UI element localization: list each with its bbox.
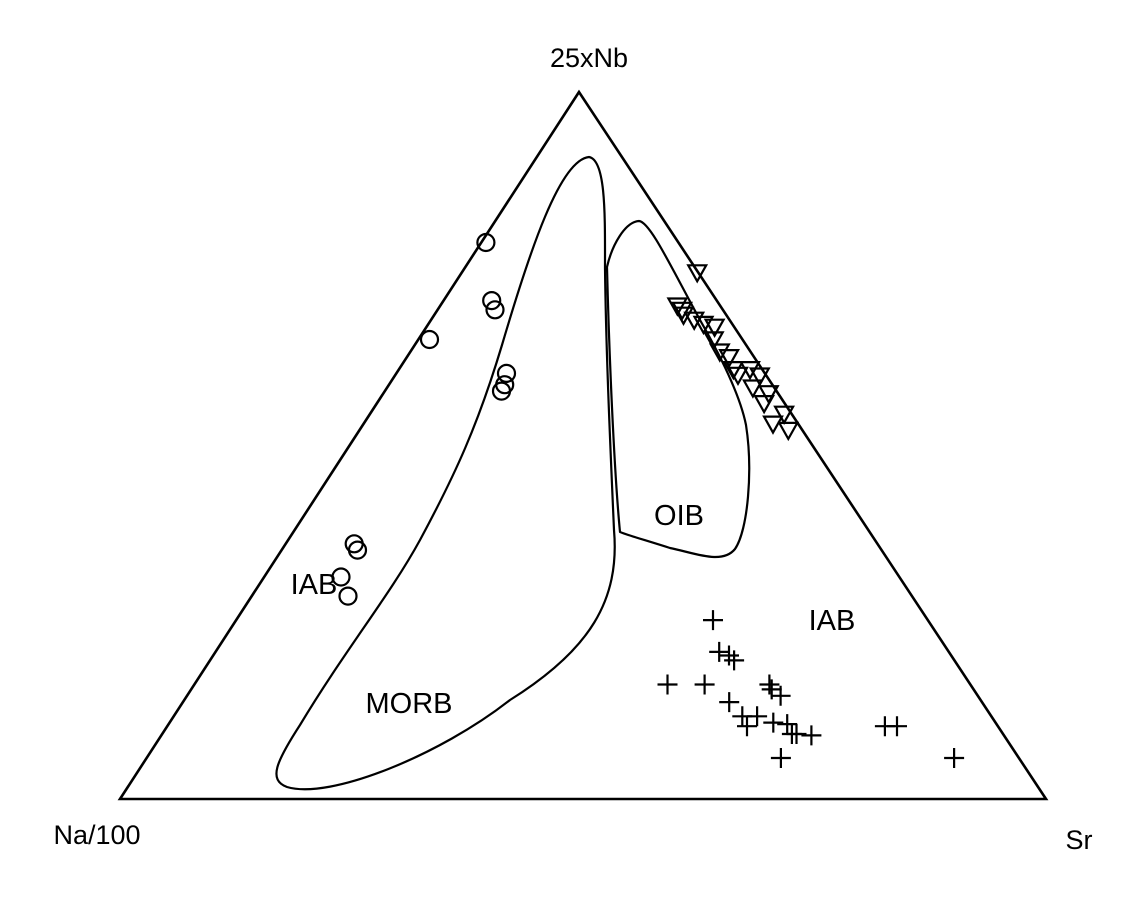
apex-label-top: 25xNb [550, 43, 628, 73]
data-point-plus [887, 716, 907, 737]
data-point-triangle-down [718, 349, 740, 369]
ternary-frame [117, 89, 1049, 801]
data-point-circle [338, 586, 358, 606]
data-point-triangle-down [708, 343, 731, 363]
data-point-plus [657, 674, 678, 695]
data-point-triangle-down [742, 379, 764, 399]
morb-field-boundary [275, 155, 616, 791]
data-point-circle [419, 329, 440, 350]
data-point-plus [737, 716, 757, 737]
data-point-plus [719, 692, 740, 713]
data-point-circle [495, 375, 515, 395]
data-point-triangle-down [757, 385, 780, 405]
data-point-plus [747, 706, 768, 727]
data-point-triangle-down [703, 318, 726, 338]
data-point-plus [763, 712, 784, 733]
data-point-triangle-down [748, 367, 771, 387]
field-label-morb: MORB [366, 688, 453, 720]
data-point-plus [709, 641, 730, 662]
apex-label-right: Sr [1066, 825, 1093, 855]
data-point-triangle-down [777, 421, 800, 442]
data-point-triangle-down [686, 264, 709, 284]
field-label-oib: OIB [654, 500, 704, 532]
data-point-plus [759, 674, 780, 695]
data-point-plus [724, 650, 745, 671]
data-point-plus [703, 610, 723, 631]
data-point-triangle-down [683, 311, 706, 331]
data-point-plus [786, 724, 807, 744]
data-point-triangle-down [727, 366, 749, 387]
data-point-triangle-down [753, 395, 775, 415]
field-label-iab-right: IAB [809, 605, 856, 637]
field-label-iab-left: IAB [291, 569, 338, 601]
oib-field-boundary [605, 219, 751, 559]
data-point-triangle-down [762, 415, 784, 435]
data-point-plus [694, 674, 715, 695]
data-point-circle [476, 232, 496, 253]
data-point-triangle-down [671, 301, 693, 322]
data-point-circle [496, 363, 517, 383]
data-point-triangle-down [722, 361, 745, 381]
data-point-plus [770, 748, 791, 768]
data-point-plus [944, 748, 965, 768]
apex-label-left: Na/100 [53, 820, 140, 850]
data-point-plus [719, 645, 739, 666]
data-point-triangle-down [666, 297, 689, 317]
data-point-circle [485, 300, 505, 320]
data-point-circle [347, 540, 368, 560]
data-point-circle [482, 291, 502, 311]
data-point-plus [801, 725, 822, 746]
data-points [331, 232, 965, 768]
data-point-triangle-down [773, 405, 795, 425]
data-point-circle [331, 567, 351, 587]
data-point-plus [777, 714, 798, 735]
data-point-plus [770, 685, 791, 706]
data-point-triangle-down [702, 331, 725, 351]
data-point-triangle-down [739, 361, 761, 381]
